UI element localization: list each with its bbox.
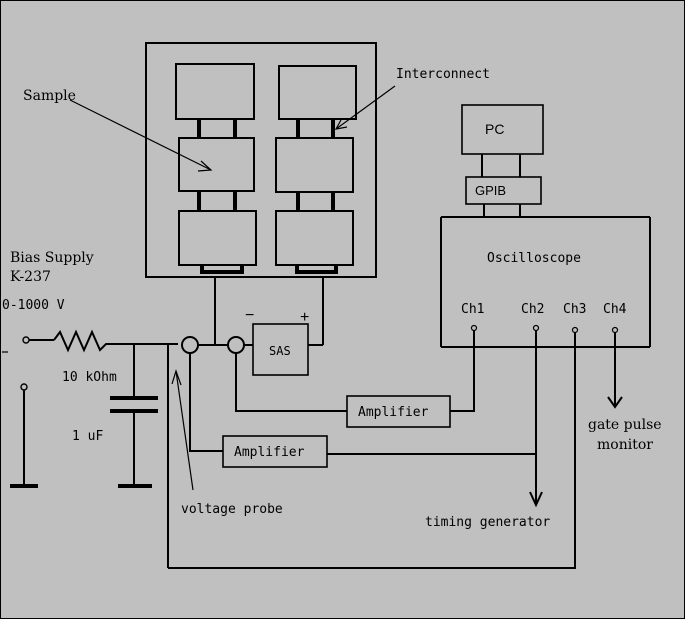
sample-label: Sample — [23, 88, 76, 104]
sas-box — [252, 323, 309, 376]
sample-block-left-bottom — [178, 210, 257, 266]
pc-box — [461, 104, 544, 155]
probe-to-amplifier-top — [235, 353, 347, 412]
voltage-probe-pointer — [175, 370, 194, 491]
amplifier-bottom-box — [222, 435, 328, 468]
ch4-port — [611, 326, 619, 334]
amplifier-top-label: Amplifier — [358, 405, 429, 420]
gate-pulse-label: gate pulse — [588, 417, 662, 433]
sample-pointer-arrow — [69, 99, 212, 171]
capacitor-label: 1 uF — [72, 429, 103, 444]
oscilloscope-label: Oscilloscope — [487, 251, 581, 266]
timing-generator-label: timing generator — [425, 515, 550, 530]
monitor-label: monitor — [597, 437, 653, 453]
interconnect-label: Interconnect — [396, 67, 490, 82]
left-bottom-clip — [200, 265, 244, 274]
sample-block-right-middle — [275, 137, 354, 193]
resistor-label: 10 kOhm — [62, 370, 117, 385]
sample-holder — [145, 42, 377, 278]
sas-minus-label: − — [245, 307, 254, 324]
interconnect-arrowhead — [334, 119, 348, 130]
gpib-box — [465, 176, 542, 205]
amplifier-top-box — [346, 395, 451, 428]
amplifier-top-to-ch1 — [450, 331, 475, 412]
gpib-label: GPIB — [475, 183, 506, 198]
right-bottom-clip — [295, 265, 338, 274]
k237-label: K-237 — [10, 269, 51, 285]
sas-label: SAS — [269, 344, 291, 358]
ch3-label: Ch3 — [563, 302, 586, 317]
ch1-label: Ch1 — [461, 302, 484, 317]
sample-block-right-bottom — [275, 210, 354, 266]
sample-block-right-top — [278, 65, 357, 120]
amplifier-bottom-label: Amplifier — [234, 445, 305, 460]
sample-block-left-top — [175, 63, 255, 120]
sample-block-left-middle — [178, 137, 255, 192]
interconnect-pointer-arrow — [335, 85, 396, 130]
current-probe-left — [181, 336, 199, 354]
ch4-label: Ch4 — [603, 302, 627, 317]
ch4-arrowhead — [607, 396, 623, 409]
oscilloscope: Oscilloscope Ch1 Ch2 Ch3 Ch4 — [440, 216, 651, 348]
ch2-label: Ch2 — [521, 302, 544, 317]
voltage-range-label: 0-1000 V — [2, 298, 65, 313]
voltage-probe-label: voltage probe — [181, 502, 283, 517]
supply-terminal-negative — [20, 383, 28, 391]
sample-arrowhead — [197, 160, 213, 172]
timing-generator-arrowhead — [529, 491, 543, 508]
sas-plus-label: + — [300, 309, 309, 326]
ch3-port — [571, 326, 579, 334]
ch3-to-voltage-probe — [168, 333, 576, 569]
ch2-port — [532, 324, 540, 332]
bias-supply-label: Bias Supply — [10, 250, 94, 266]
ch1-port — [470, 324, 478, 332]
current-probe-right — [227, 336, 245, 354]
probe-to-amplifier-bottom — [189, 353, 223, 452]
resistor-symbol — [53, 329, 112, 353]
supply-terminal-positive — [22, 336, 30, 344]
pc-label: PC — [485, 121, 504, 137]
